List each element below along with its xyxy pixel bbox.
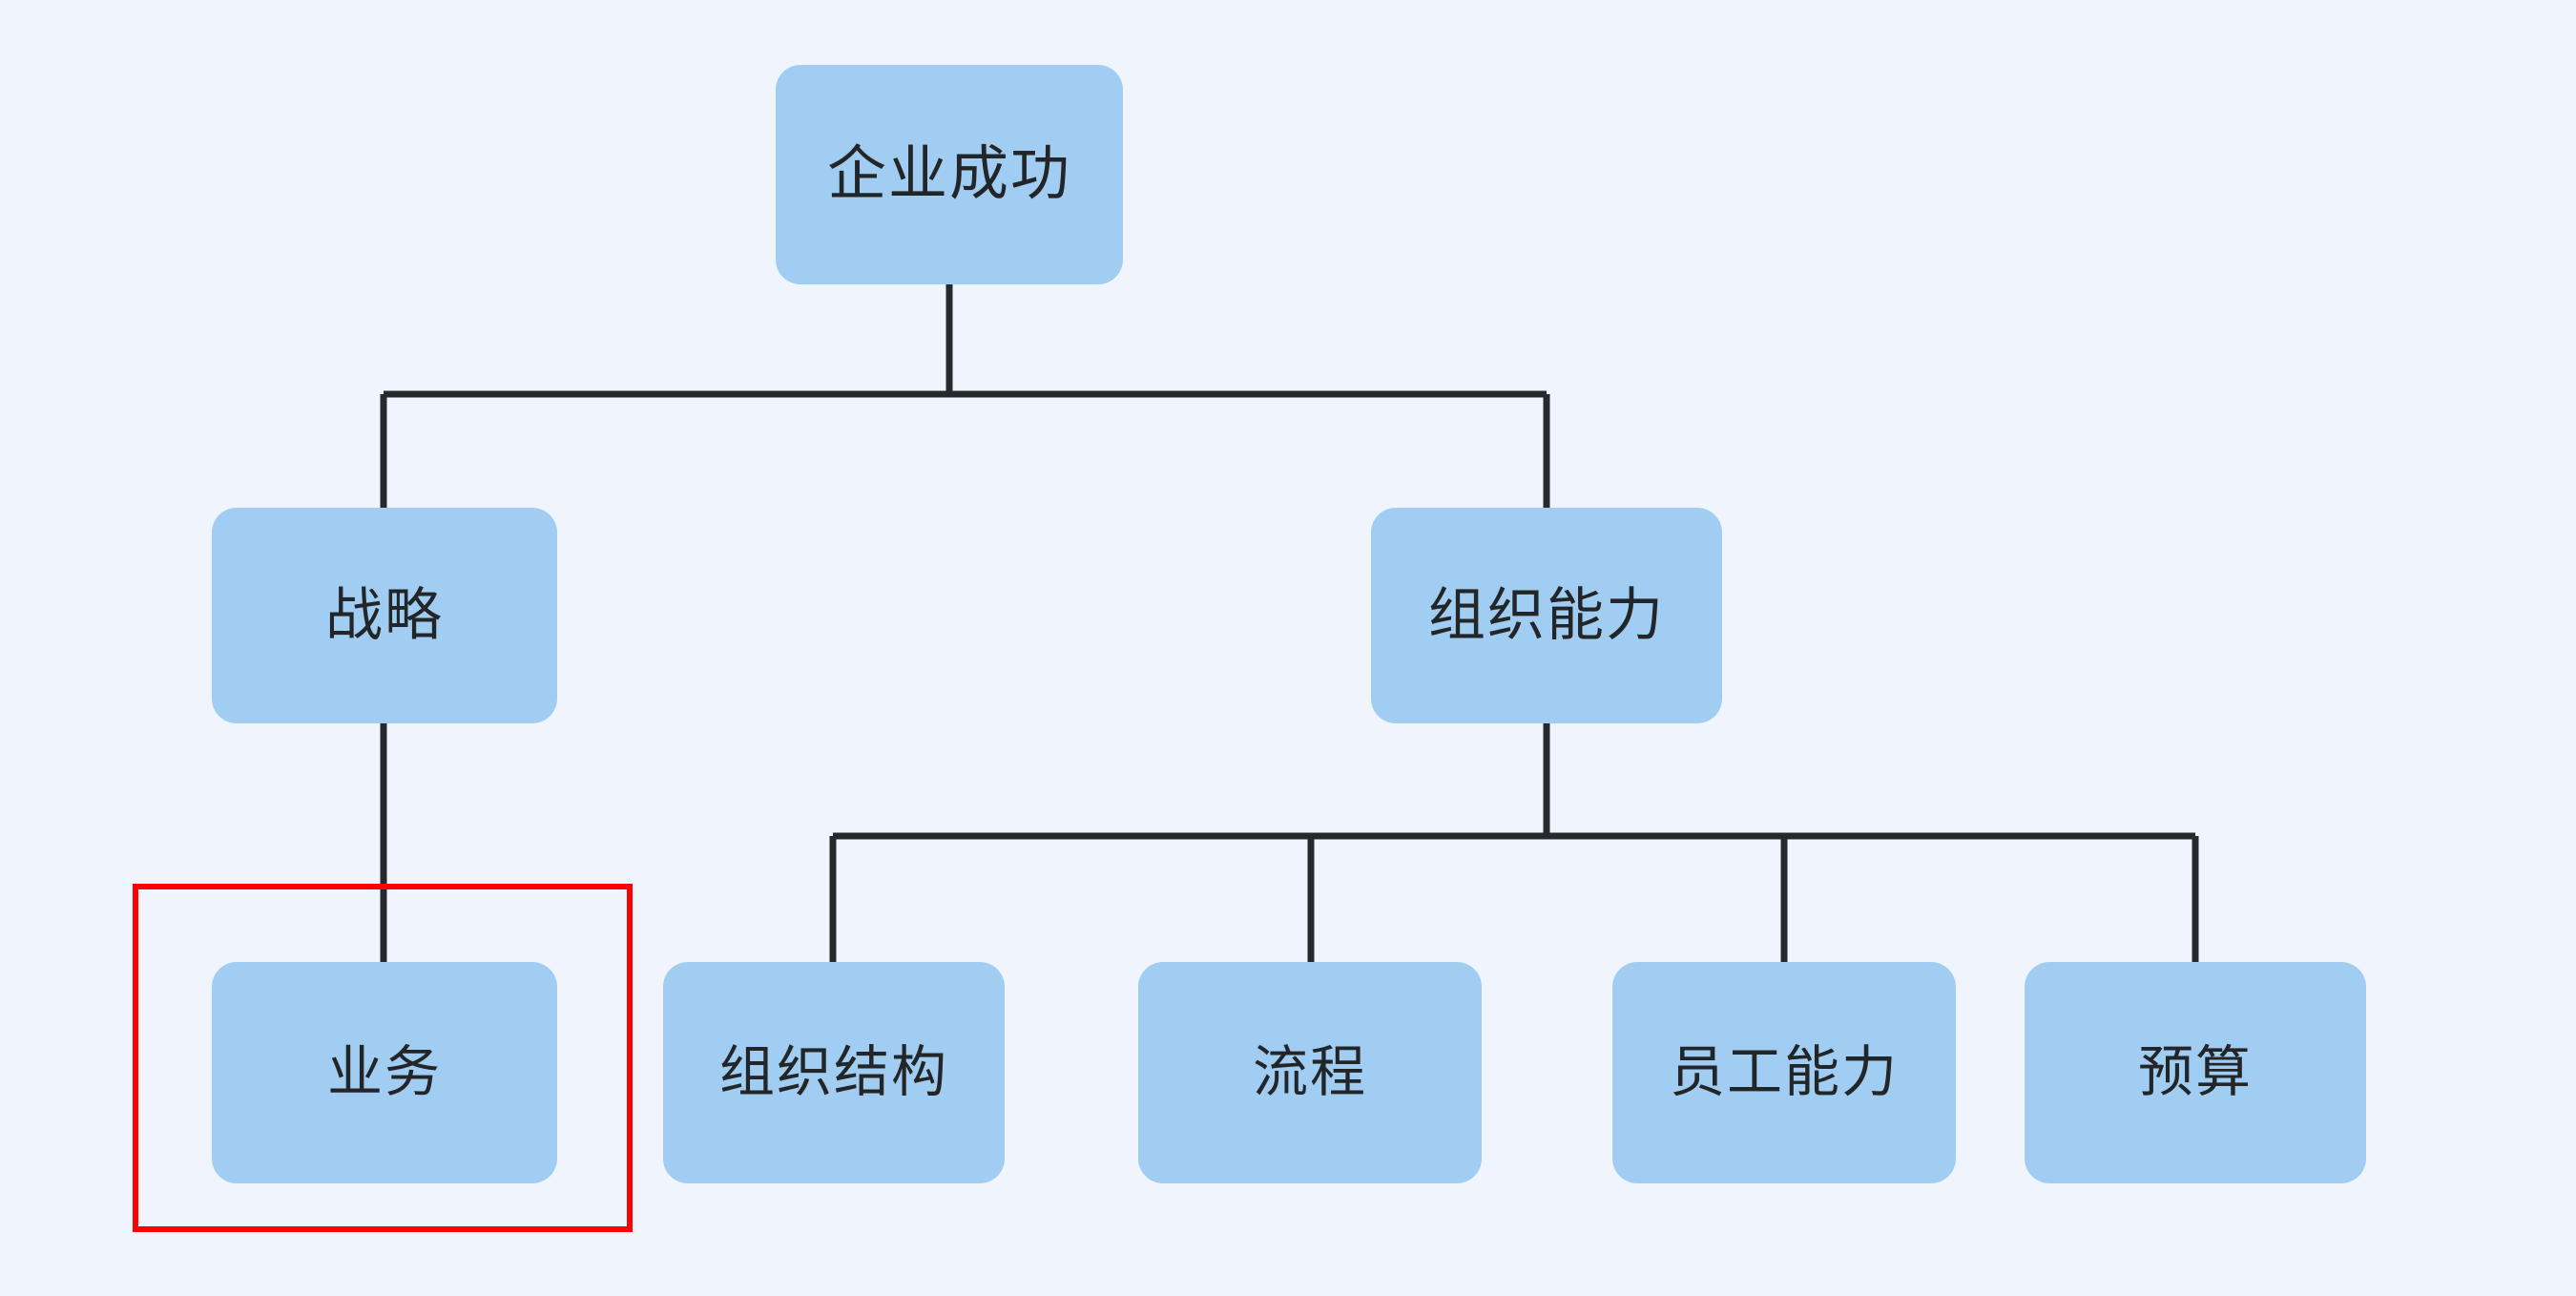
node-organizational-capability[interactable]: 组织能力 [1371,508,1722,723]
node-label-enterprise-success: 企业成功 [826,141,1071,207]
highlight-rectangle-business [133,884,633,1232]
node-label-organizational-structure: 组织结构 [718,1041,948,1103]
node-label-organizational-capability: 组织能力 [1428,583,1665,647]
node-label-process: 流程 [1252,1041,1367,1103]
node-label-staff-capability: 员工能力 [1669,1041,1899,1103]
node-staff-capability[interactable]: 员工能力 [1612,962,1956,1183]
node-process[interactable]: 流程 [1138,962,1482,1183]
node-label-business: 业务 [326,1041,442,1103]
node-strategy[interactable]: 战略 [212,508,557,723]
node-label-budget: 预算 [2137,1041,2253,1103]
node-business[interactable]: 业务 [212,962,557,1183]
node-enterprise-success[interactable]: 企业成功 [776,65,1123,284]
node-organizational-structure[interactable]: 组织结构 [663,962,1005,1183]
node-label-strategy: 战略 [325,583,444,647]
node-budget[interactable]: 预算 [2025,962,2366,1183]
